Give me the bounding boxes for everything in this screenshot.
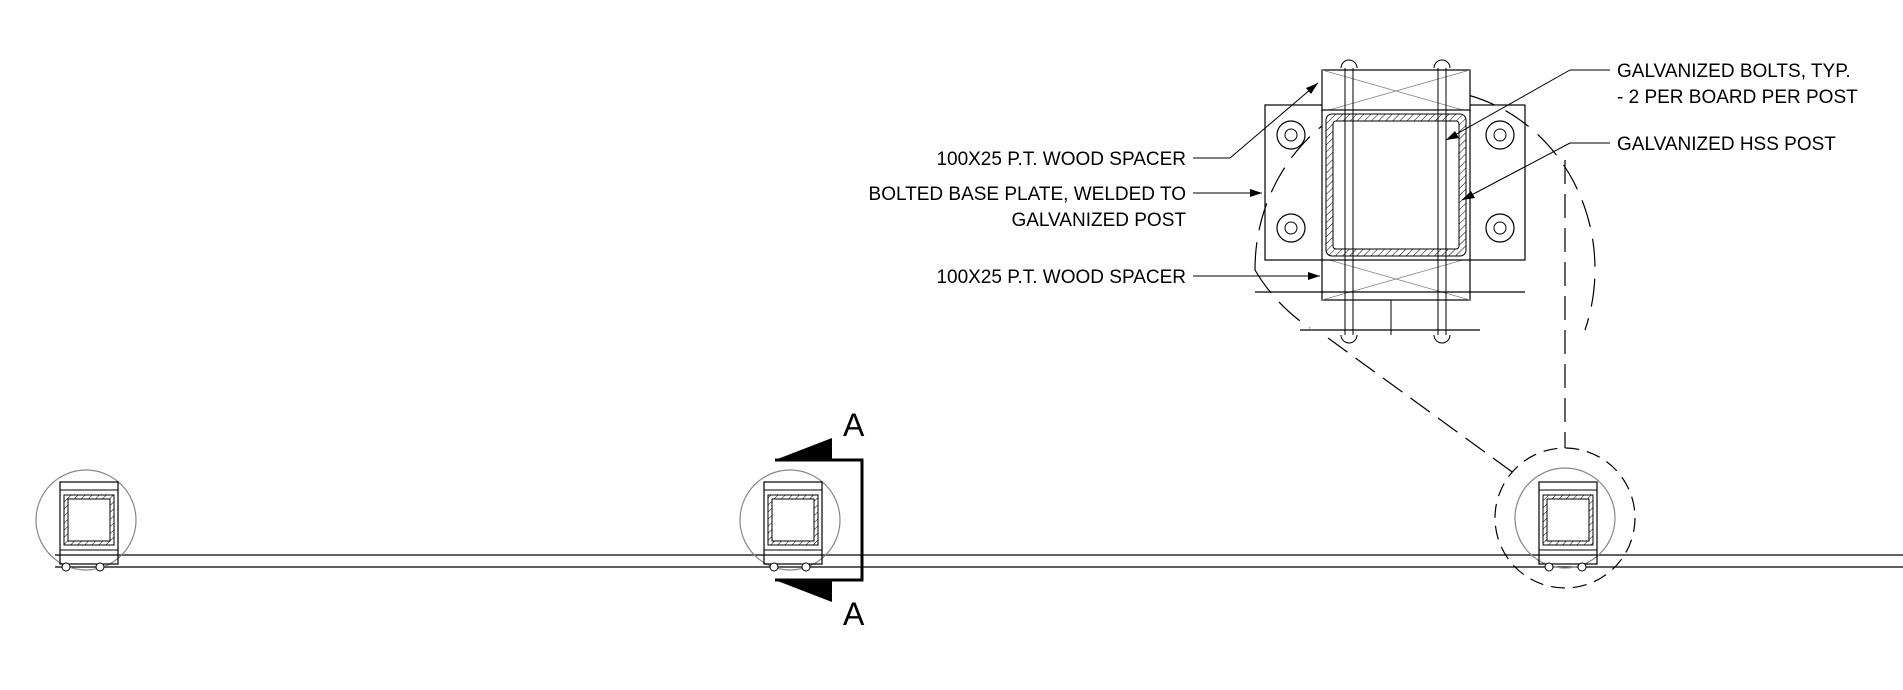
label-hss-post: GALVANIZED HSS POST	[1617, 134, 1836, 155]
galvanized-bolts	[1340, 59, 1451, 344]
section-label-bottom: A	[843, 596, 865, 632]
label-wood-spacer-top: 100X25 P.T. WOOD SPACER	[936, 149, 1186, 170]
fence-post-3	[1494, 447, 1636, 589]
detail-leader-lines	[1327, 160, 1566, 475]
section-cut-marker: A A	[775, 407, 865, 632]
section-label-top: A	[843, 407, 865, 443]
fence-post-1	[35, 469, 137, 572]
label-bolts-line1: GALVANIZED BOLTS, TYP.	[1617, 61, 1851, 82]
post-detail-enlarged	[1254, 59, 1596, 344]
label-base-plate-line2: GALVANIZED POST	[1011, 210, 1186, 231]
label-base-plate-line1: BOLTED BASE PLATE, WELDED TO	[869, 184, 1186, 205]
callout-wood-spacer-bottom: 100X25 P.T. WOOD SPACER	[936, 267, 1320, 288]
callout-hss-post: GALVANIZED HSS POST	[1461, 134, 1836, 201]
label-wood-spacer-bottom: 100X25 P.T. WOOD SPACER	[936, 267, 1186, 288]
detail-callout-circle-small	[1494, 447, 1636, 589]
fence-post-2	[739, 469, 841, 572]
callout-galvanized-bolts: GALVANIZED BOLTS, TYP. - 2 PER BOARD PER…	[1445, 61, 1858, 141]
label-bolts-line2: - 2 PER BOARD PER POST	[1617, 87, 1858, 108]
fence-rails	[55, 554, 1903, 568]
callout-base-plate: BOLTED BASE PLATE, WELDED TO GALVANIZED …	[869, 184, 1262, 231]
callout-wood-spacer-top: 100X25 P.T. WOOD SPACER	[936, 82, 1319, 170]
